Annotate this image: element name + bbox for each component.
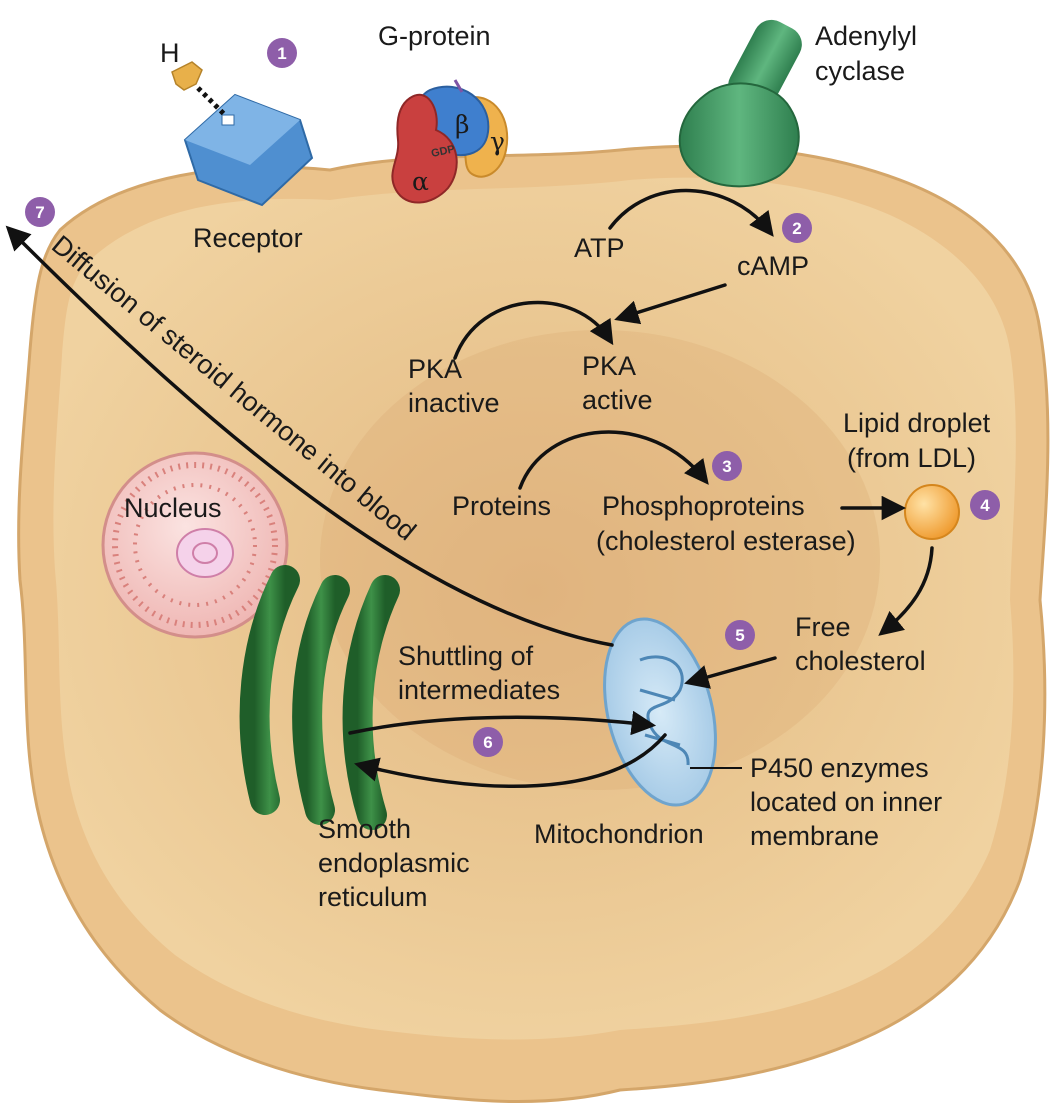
nucleus: [101, 451, 289, 639]
receptor-binding-slot: [221, 114, 235, 126]
step-badge-4: [970, 490, 1000, 520]
cell-cytoplasm: [53, 177, 1016, 1040]
arrow-lipid-to-free: [878, 546, 934, 636]
p450-label-1: P450 enzymes: [750, 753, 929, 783]
gamma-label: γ: [490, 127, 505, 156]
receptor-top-face: [185, 95, 300, 165]
p450-label-3: membrane: [750, 821, 879, 851]
arrow-atp-to-camp: [608, 188, 774, 237]
step-badge-7-num: 7: [35, 203, 44, 222]
arrow-proteins-to-phospho: [518, 430, 709, 490]
step-badge-6-num: 6: [483, 733, 492, 752]
step-badge-5-num: 5: [735, 626, 744, 645]
phospho-label-2: (cholesterol esterase): [596, 526, 856, 556]
shuttling-label-2: intermediates: [398, 675, 560, 705]
pka-inactive-label-2: inactive: [408, 388, 500, 418]
beta-label: β: [455, 110, 469, 139]
free-chol-label-2: cholesterol: [795, 646, 926, 676]
g-protein-label: G-protein: [378, 21, 491, 51]
proteins-label: Proteins: [452, 491, 551, 521]
step-badge-2-num: 2: [792, 219, 801, 238]
receptor-label: Receptor: [193, 223, 303, 253]
camp-label: cAMP: [737, 251, 809, 281]
arrow-pka-inactive-to-active: [453, 300, 614, 360]
step-badge-3: [712, 451, 742, 481]
step-badge-7: [25, 197, 55, 227]
pka-active-label-1: PKA: [582, 351, 636, 381]
nucleolus: [176, 528, 234, 578]
step-badge-2: [782, 213, 812, 243]
er-tubule-3: [342, 575, 400, 830]
step-badges: 1 2 3 4 5 6 7: [25, 38, 1000, 757]
step-badge-3-num: 3: [722, 457, 731, 476]
g-protein-alpha: [391, 93, 458, 204]
arrow-camp-to-pka: [614, 283, 727, 325]
lipid-label-2: (from LDL): [847, 443, 976, 473]
gdp-label: GDP: [430, 143, 456, 160]
adenylyl-cyclase: [678, 19, 802, 188]
shuttling-label-1: Shuttling of: [398, 641, 534, 671]
hormone-binding-dots: [196, 86, 228, 118]
step-badge-4-num: 4: [980, 496, 990, 515]
step-badge-1: [267, 38, 297, 68]
nucleus-label: Nucleus: [124, 493, 222, 523]
free-chol-label-1: Free: [795, 612, 851, 642]
g-protein-anchor: [453, 79, 464, 93]
arrow-free-to-mito: [684, 656, 777, 689]
cell: [17, 144, 1050, 1104]
phospho-label-1: Phosphoproteins: [602, 491, 805, 521]
ser-label-2: endoplasmic: [318, 848, 470, 878]
er-tubule-2: [292, 575, 350, 825]
arrow-mito-to-blood: [5, 225, 614, 647]
step-badge-6: [473, 727, 503, 757]
step-badge-5: [725, 620, 755, 650]
receptor: [171, 61, 314, 207]
lipid-label-1: Lipid droplet: [843, 408, 991, 438]
smooth-er: [239, 565, 400, 830]
arrow-er-to-mito: [348, 710, 657, 736]
cytoplasm-shadow: [320, 330, 880, 790]
nucleus-chromatin-inner: [133, 483, 257, 607]
p450-label-2: located on inner: [750, 787, 942, 817]
step-badge-1-num: 1: [277, 44, 286, 63]
lipid-droplet: [904, 484, 960, 540]
er-tubule-1: [239, 565, 300, 815]
arrow-mito-to-er: [354, 733, 667, 788]
arrows: [5, 188, 934, 788]
pka-inactive-label-1: PKA: [408, 354, 462, 384]
nucleolus-core: [192, 542, 218, 564]
mitochondrion-label: Mitochondrion: [534, 819, 704, 849]
hormone-label: H: [160, 38, 180, 68]
nucleus-chromatin: [112, 462, 278, 628]
adenylyl-label-2: cyclase: [815, 56, 905, 86]
ser-label-3: reticulum: [318, 882, 428, 912]
atp-label: ATP: [574, 233, 625, 263]
ser-label-1: Smooth: [318, 814, 411, 844]
alpha-label: α: [412, 167, 429, 196]
hormone-h-shape: [171, 61, 203, 91]
adenylyl-label-1: Adenylyl: [815, 21, 917, 51]
g-protein: α β γ GDP: [391, 79, 509, 204]
adenylyl-body: [678, 82, 800, 188]
pka-active-label-2: active: [582, 385, 653, 415]
